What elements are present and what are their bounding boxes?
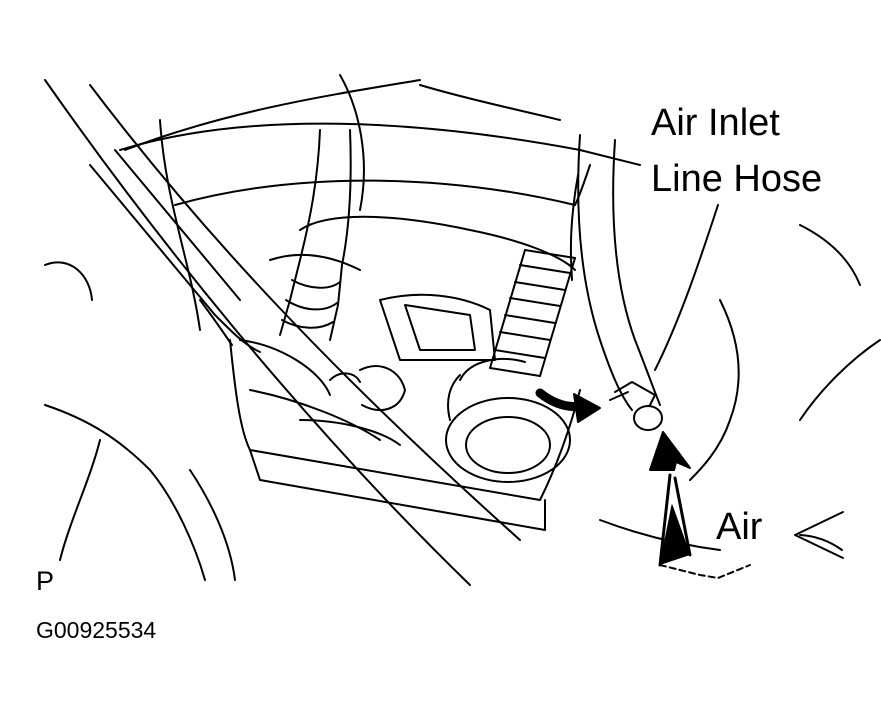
- air-label: Air: [716, 506, 763, 548]
- vertical-hose: [279, 129, 352, 341]
- canister: [445, 358, 571, 483]
- airflow-arrow: [649, 431, 692, 567]
- air-direction-outline-arrow: [794, 511, 844, 559]
- rotation-arrow: [535, 388, 601, 423]
- body-panel-contours: [44, 74, 881, 586]
- base-dashed-line: [659, 564, 751, 579]
- view-marker-label: P: [36, 566, 55, 596]
- hose-leader-line: [654, 204, 719, 371]
- hose-label-line2: Line Hose: [651, 158, 823, 200]
- figure-id-label: G00925534: [36, 617, 157, 643]
- diagonal-rod: [89, 149, 261, 353]
- upper-pipe: [119, 122, 641, 206]
- air-inlet-line-hose: [569, 134, 663, 431]
- ribbed-connector: [489, 249, 576, 377]
- hose-label-line1: Air Inlet: [651, 102, 780, 144]
- engine-block: [199, 215, 581, 531]
